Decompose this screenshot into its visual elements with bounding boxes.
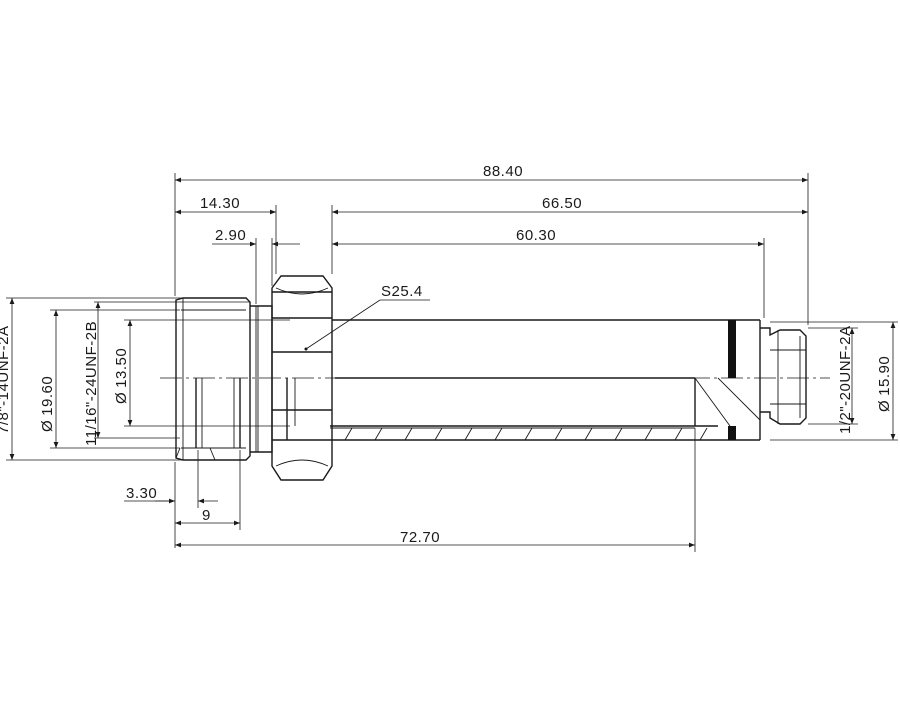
svg-text:Ø13.50: Ø13.50 <box>113 348 130 404</box>
dimension-lines <box>6 173 898 552</box>
dim-dia-13-50: Ø13.50 <box>113 348 130 404</box>
dim-depth-9: 9 <box>202 507 211 524</box>
dim-thread-left-outer: 7/8"-14UNF-2A <box>0 325 12 434</box>
dim-nut-end: 14.30 <box>200 195 240 212</box>
dim-overall-length: 88.40 <box>483 163 523 180</box>
hex-nut <box>271 275 333 481</box>
dim-tube-length: 66.50 <box>542 195 582 212</box>
diameter-symbol: Ø <box>876 400 893 412</box>
svg-text:Ø15.90: Ø15.90 <box>876 356 893 412</box>
o-ring-upper <box>728 320 736 378</box>
dim-thread-left-inner: 11/16"-24UNF-2B <box>83 321 100 446</box>
left-threaded-end <box>175 297 251 461</box>
diameter-symbol: Ø <box>113 392 130 404</box>
dimension-labels: 88.40 14.30 66.50 2.90 60.30 S25.4 7/8"-… <box>0 163 893 546</box>
o-ring-lower <box>728 426 736 440</box>
dim-tube-inner-length: 60.30 <box>516 227 556 244</box>
tube-body <box>330 319 761 441</box>
neck <box>250 305 273 453</box>
right-threaded-end <box>760 327 807 425</box>
diameter-symbol: Ø <box>39 420 56 432</box>
dim-small-gap: 2.90 <box>215 227 246 244</box>
dim-hex-size: S25.4 <box>381 283 423 300</box>
dim-groove: 3.30 <box>126 485 157 502</box>
svg-text:Ø19.60: Ø19.60 <box>39 376 56 432</box>
dim-dia-15-90: Ø15.90 <box>876 356 893 412</box>
dim-dia-19-60: Ø19.60 <box>39 376 56 432</box>
dim-bore-length: 72.70 <box>400 529 440 546</box>
inner-bore <box>175 378 296 461</box>
section-hatch <box>330 427 708 441</box>
dim-thread-right: 1/2"-20UNF-2A <box>837 325 854 434</box>
fitting-body <box>160 275 830 481</box>
